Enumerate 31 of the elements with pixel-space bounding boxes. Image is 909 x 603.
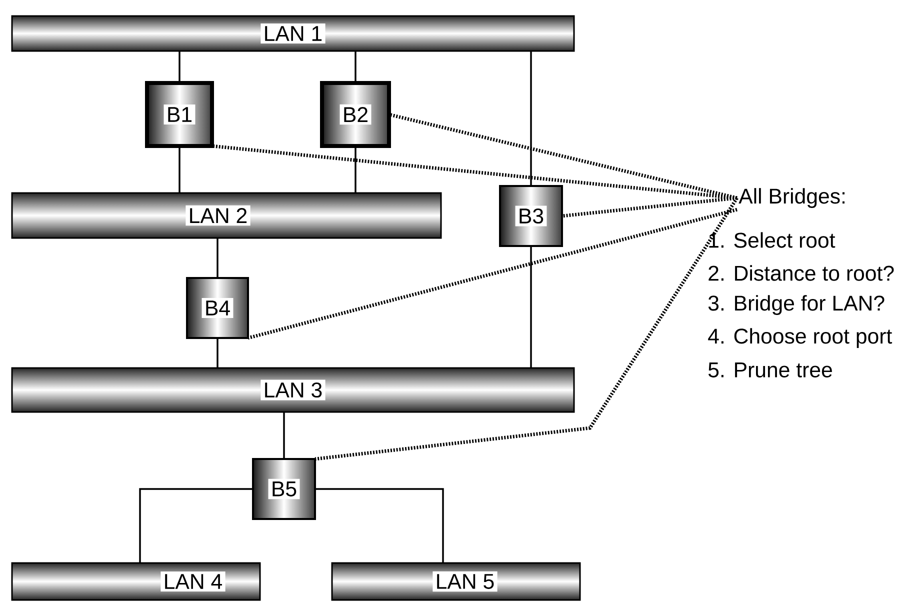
connector-line <box>354 51 356 83</box>
connector-line <box>139 488 253 563</box>
connector-line <box>530 51 532 186</box>
connector-line <box>216 238 218 278</box>
connector-line <box>283 412 285 459</box>
bridge-box: B3 <box>499 185 563 247</box>
bridge-box: B4 <box>186 277 249 339</box>
step-text: 5. Prune tree <box>708 362 832 378</box>
dotted-line <box>562 196 738 218</box>
connector-line <box>315 488 444 563</box>
bridge-box: B5 <box>252 458 316 520</box>
step-text: 2. Distance to root? <box>708 265 894 281</box>
dotted-line <box>314 197 738 461</box>
lan-bar: LAN 5 <box>331 562 581 601</box>
step-text: 3. Bridge for LAN? <box>708 295 884 315</box>
connector-line <box>530 246 532 368</box>
dotted-line <box>388 112 738 200</box>
connector-line <box>354 146 356 193</box>
connector-line <box>178 51 180 83</box>
dotted-line <box>212 144 738 200</box>
connector-line <box>178 146 180 193</box>
lan-bar: LAN 2 <box>11 192 442 239</box>
lan-bar: LAN 4 <box>11 562 261 601</box>
bridge-box: B1 <box>145 81 214 148</box>
step-text: 4. Choose root port <box>708 328 892 348</box>
lan-bar: LAN 3 <box>11 367 575 413</box>
dotted-line <box>248 208 738 340</box>
note-text: All Bridges: <box>738 188 845 208</box>
lan-bar: LAN 1 <box>11 15 575 52</box>
bridge-box: B2 <box>320 81 391 148</box>
connector-line <box>216 338 218 368</box>
